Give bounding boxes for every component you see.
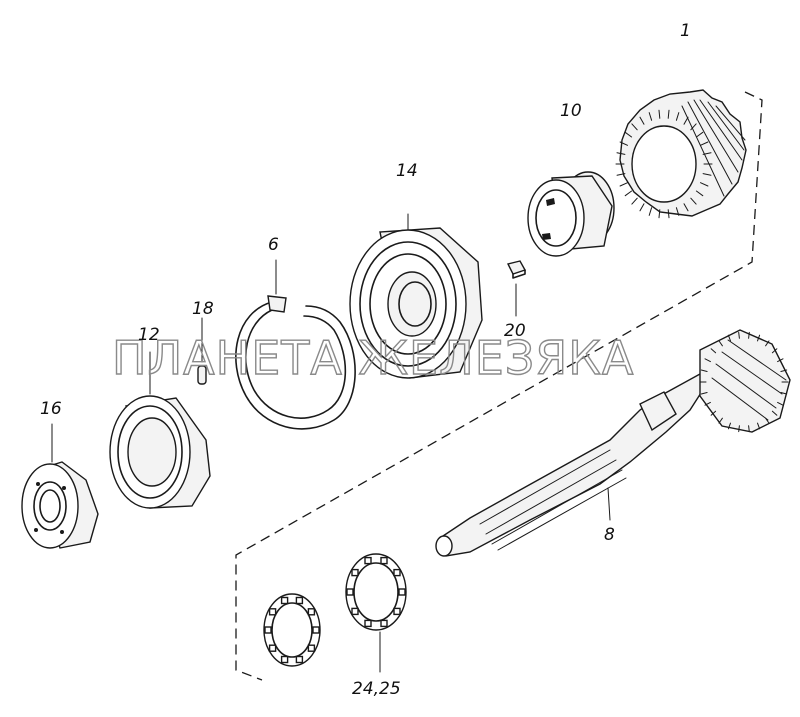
callout-18: 18 bbox=[192, 299, 214, 319]
gear-tooth bbox=[695, 190, 704, 197]
roller-pad bbox=[346, 588, 354, 596]
callout-8: 8 bbox=[604, 525, 615, 545]
gear-tooth bbox=[771, 410, 778, 416]
roller-pad bbox=[295, 596, 304, 605]
gear-tooth bbox=[639, 203, 645, 212]
callout-12: 12 bbox=[138, 325, 160, 345]
roller-pad bbox=[380, 619, 388, 628]
callout-10: 10 bbox=[560, 101, 582, 121]
part-16-flange bbox=[21, 423, 99, 549]
gear-tooth bbox=[710, 348, 717, 354]
roller-pad bbox=[268, 644, 277, 652]
callout-14: 14 bbox=[396, 161, 418, 181]
gear-tooth bbox=[667, 109, 670, 119]
roller-pad bbox=[295, 655, 304, 664]
roller-pad bbox=[280, 596, 289, 605]
part-10-sleeve bbox=[527, 171, 615, 257]
gear-tooth bbox=[683, 203, 689, 212]
part-18-pin bbox=[197, 317, 207, 385]
callout-16: 16 bbox=[40, 399, 62, 419]
roller-pad bbox=[364, 556, 372, 565]
roller-pad bbox=[351, 607, 359, 616]
roller-pad bbox=[307, 608, 316, 616]
gear-tooth bbox=[619, 182, 628, 187]
roller-pad bbox=[393, 568, 401, 577]
gear-tooth bbox=[624, 190, 633, 197]
gear-tooth bbox=[648, 112, 653, 121]
gear-tooth bbox=[780, 369, 788, 372]
gear-tooth bbox=[616, 173, 626, 176]
gear-tooth bbox=[700, 182, 709, 187]
roller-pad bbox=[364, 619, 372, 628]
watermark-text: ПЛАНЕТА ЖЕЛЕЗЯКА bbox=[112, 331, 634, 385]
roller-pad bbox=[312, 626, 320, 634]
gear-tooth bbox=[675, 112, 680, 121]
gear-tooth bbox=[624, 131, 633, 138]
callout-20: 20 bbox=[504, 321, 526, 341]
gear-tooth bbox=[675, 207, 680, 216]
gear-tooth bbox=[704, 358, 711, 363]
gear-tooth bbox=[639, 116, 645, 125]
gear-tooth bbox=[658, 109, 661, 119]
part-24-25-roller-cages bbox=[263, 553, 407, 673]
gear-tooth bbox=[777, 401, 784, 406]
part-20-key bbox=[506, 260, 527, 317]
gear-tooth bbox=[757, 422, 761, 430]
roller-pad bbox=[268, 608, 277, 616]
gear-tooth bbox=[690, 197, 697, 205]
part-6-snap-ring bbox=[235, 259, 356, 430]
gear-tooth bbox=[757, 334, 761, 342]
part-14-bearing bbox=[349, 213, 483, 379]
gear-tooth bbox=[619, 141, 628, 146]
gear-tooth bbox=[616, 152, 626, 155]
gear-tooth bbox=[748, 425, 750, 433]
part-12-seal bbox=[109, 351, 211, 509]
gear-tooth bbox=[727, 334, 731, 342]
gear-tooth bbox=[718, 417, 723, 424]
gear-tooth bbox=[748, 331, 750, 339]
gear-tooth bbox=[718, 340, 723, 347]
gear-tooth bbox=[667, 209, 670, 219]
roller-pad bbox=[351, 568, 359, 577]
part-1-gear bbox=[615, 89, 747, 219]
gear-tooth bbox=[738, 425, 740, 433]
gear-tooth bbox=[738, 331, 740, 339]
callout-1: 1 bbox=[680, 21, 691, 41]
gear-tooth bbox=[771, 348, 778, 354]
gear-tooth bbox=[658, 209, 661, 219]
callout-6: 6 bbox=[268, 235, 279, 255]
gear-tooth bbox=[777, 358, 784, 363]
gear-tooth bbox=[727, 422, 731, 430]
roller-pad bbox=[393, 607, 401, 616]
gear-tooth bbox=[765, 340, 770, 347]
gear-tooth bbox=[700, 141, 709, 146]
gear-tooth bbox=[648, 207, 653, 216]
gear-tooth bbox=[702, 173, 712, 176]
gear-tooth bbox=[690, 123, 697, 131]
part-8-shaft bbox=[435, 329, 791, 557]
gear-tooth bbox=[631, 123, 638, 131]
roller-pad bbox=[280, 655, 289, 664]
callout-24-25: 24,25 bbox=[352, 679, 401, 699]
gear-tooth bbox=[780, 392, 788, 395]
gear-tooth bbox=[700, 392, 708, 395]
roller-pad bbox=[380, 556, 388, 565]
gear-tooth bbox=[704, 401, 711, 406]
roller-pad bbox=[398, 588, 406, 596]
gear-tooth bbox=[710, 410, 717, 416]
gear-tooth bbox=[700, 369, 708, 372]
roller-pad bbox=[307, 644, 316, 652]
gear-tooth bbox=[631, 197, 638, 205]
gear-tooth bbox=[695, 131, 704, 138]
roller-pad bbox=[264, 626, 272, 634]
